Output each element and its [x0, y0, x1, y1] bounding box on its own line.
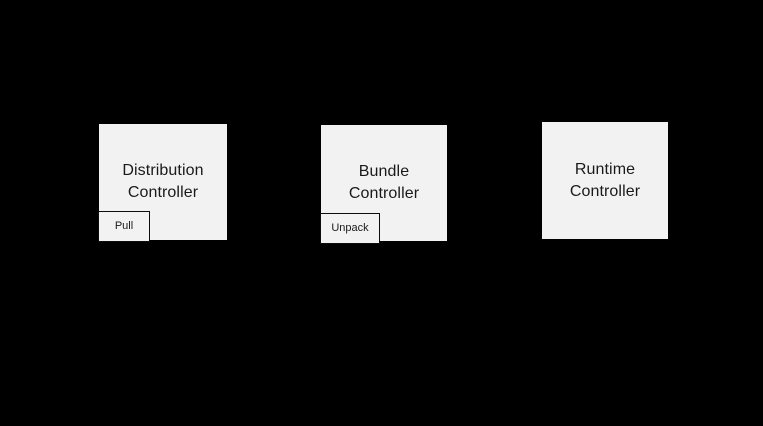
subnode-pull[interactable]: Pull [98, 211, 150, 242]
subnode-unpack[interactable]: Unpack [320, 213, 380, 244]
node-runtime-controller-label: Runtime Controller [569, 160, 641, 200]
node-distribution-controller-label: Distribution Controller [122, 162, 204, 201]
node-runtime-controller[interactable]: Runtime Controller [541, 121, 669, 240]
subnode-unpack-label: Unpack [331, 222, 369, 234]
subnode-pull-label: Pull [114, 220, 134, 232]
node-bundle-controller-label: Bundle Controller [348, 163, 420, 202]
